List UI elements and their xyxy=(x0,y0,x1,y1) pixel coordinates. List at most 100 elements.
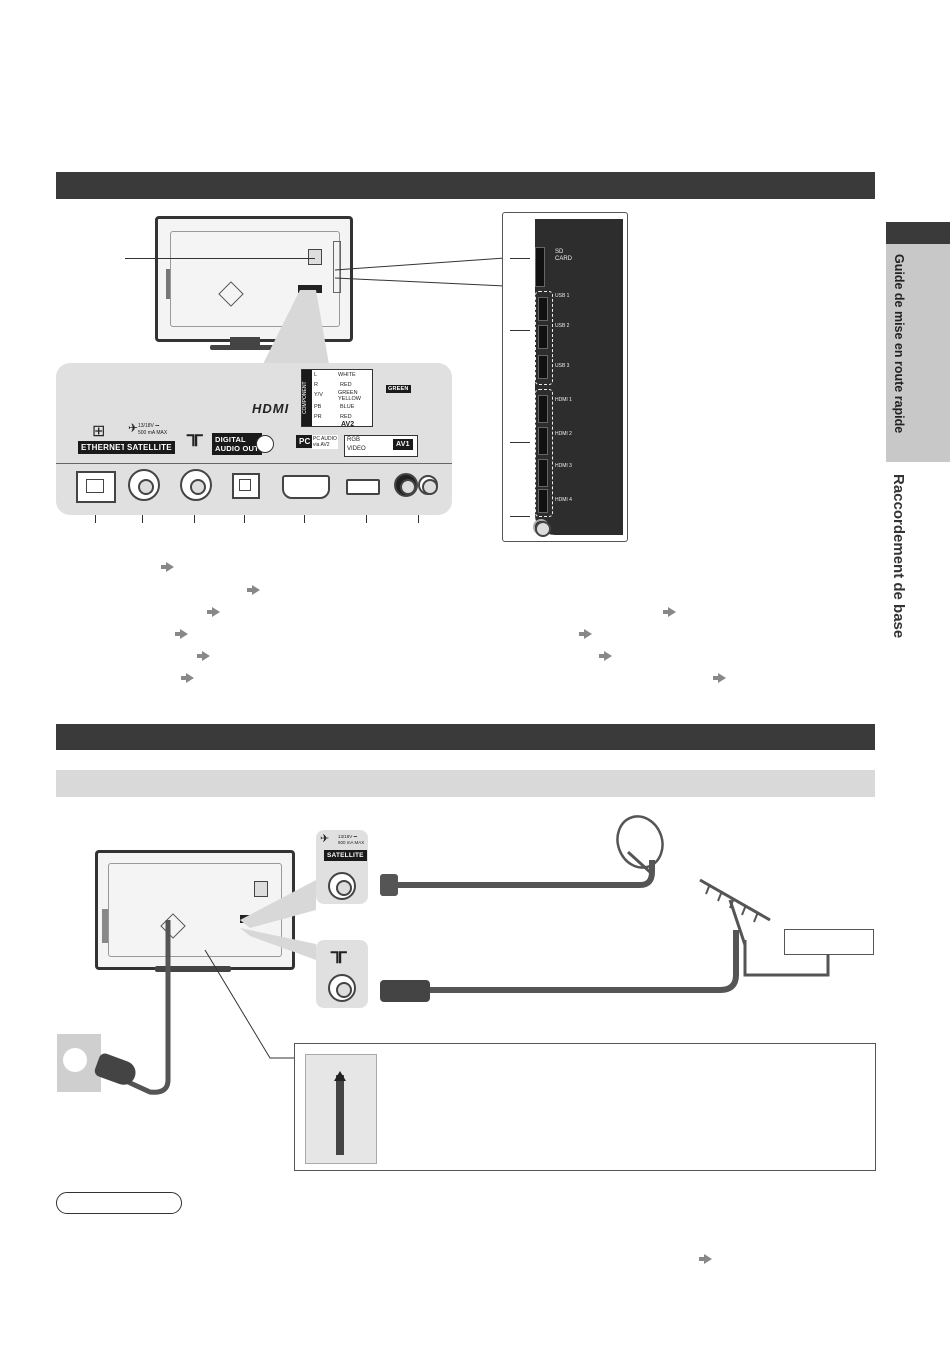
callout-tick xyxy=(510,442,530,443)
usb3-port xyxy=(538,355,548,379)
callout-tick xyxy=(194,515,195,523)
usb2-port xyxy=(538,325,548,349)
av2-label: AV2 xyxy=(341,421,355,428)
sat-spec-1: 13/18V ⎓ xyxy=(138,423,160,429)
satellite-icon-2: ✈ xyxy=(320,833,330,845)
optical-icon xyxy=(256,435,274,453)
pc-audio-text-2: via AV2 xyxy=(313,442,330,448)
zoom-funnel xyxy=(260,290,330,370)
reference-arrow-icon xyxy=(197,651,210,661)
callout-tick xyxy=(510,258,530,259)
callout-tick xyxy=(418,515,419,523)
callout-tick xyxy=(366,515,367,523)
zoom-funnel-2 xyxy=(240,880,316,960)
rear-terminal-panel: COMPONENT L WHITE R RED Y/V GREEN YELLOW… xyxy=(56,363,452,515)
reference-arrow-icon xyxy=(599,651,612,661)
usb3-label: USB 3 xyxy=(555,363,570,369)
wall-socket xyxy=(57,1034,101,1092)
optical-port xyxy=(232,473,260,499)
tv-stand-neck xyxy=(230,337,260,347)
antenna-icon-2: ᒣᒥ xyxy=(330,950,347,967)
callout-line xyxy=(125,258,315,259)
av1-box: RGB VIDEO AV1 xyxy=(344,435,418,457)
yv-label: Y/V xyxy=(314,392,323,398)
socket-face xyxy=(63,1048,87,1072)
white-label: WHITE xyxy=(338,372,356,378)
component-av2-table: COMPONENT L WHITE R RED Y/V GREEN YELLOW… xyxy=(301,369,373,427)
callout-tick xyxy=(510,516,530,517)
detail-box xyxy=(294,1043,876,1171)
sat-spec-2-box: 13/18V ⎓500 mA MAX xyxy=(338,834,364,846)
satellite-port xyxy=(128,469,160,501)
green-badge: GREEN xyxy=(386,385,411,393)
red2-label: RED xyxy=(340,414,352,420)
pc-label: PC xyxy=(296,435,314,448)
sd-card-slot xyxy=(535,247,545,287)
pb-label: PB xyxy=(314,404,322,410)
r-label: R xyxy=(314,382,318,388)
hdmi4-label: HDMI 4 xyxy=(555,497,572,503)
satellite-label-2: SATELLITE xyxy=(324,850,367,861)
ethernet-label: ETHERNET xyxy=(78,441,129,454)
antenna-connector-zoom: ᒣᒥ xyxy=(316,940,368,1008)
panel-divider xyxy=(56,463,452,464)
pr-label: PR xyxy=(314,414,322,420)
reference-arrow-icon xyxy=(579,629,592,639)
chapter-title: Guide de mise en route rapide xyxy=(892,254,906,434)
hdmi1-label: HDMI 1 xyxy=(555,397,572,403)
pc-audio-text-1: PC AUDIO xyxy=(313,436,337,442)
network-icon: ⊞ xyxy=(92,423,106,440)
pc-audio-label: PC AUDIO via AV2 xyxy=(312,435,338,449)
antenna-icon: ᒣᒥ xyxy=(186,433,203,450)
l-label: L xyxy=(314,372,318,378)
av1-video-port xyxy=(418,475,438,495)
yellow-label: YELLOW xyxy=(338,396,361,402)
usb2-label: USB 2 xyxy=(555,323,570,329)
red-label: RED xyxy=(340,382,352,388)
terminals-section-bar xyxy=(56,172,875,199)
sat-spec-2: 500 mA MAX xyxy=(138,430,168,436)
vga-port xyxy=(282,475,330,499)
hdmi3-port xyxy=(538,459,548,487)
callout-tick xyxy=(304,515,305,523)
ethernet-port xyxy=(76,471,116,503)
zoom-lines xyxy=(334,257,506,287)
rgb-label: RGB xyxy=(347,437,361,443)
satellite-connector-zoom: ✈ 13/18V ⎓500 mA MAX SATELLITE xyxy=(316,830,368,904)
reference-arrow-icon xyxy=(175,629,188,639)
tv-stand-base xyxy=(210,345,292,350)
reference-arrow-icon xyxy=(181,673,194,683)
hdmi-logo: HDMI xyxy=(252,401,290,416)
sat-spec-text-1: 13/18V ⎓ xyxy=(338,834,358,839)
av1-label: AV1 xyxy=(393,439,413,450)
digital-audio-label: DIGITAL AUDIO OUT xyxy=(212,433,262,455)
tv-stand-base-2 xyxy=(155,966,231,972)
video-label: VIDEO xyxy=(347,446,366,452)
digital-audio-text-1: DIGITAL xyxy=(215,435,246,444)
reference-arrow-icon xyxy=(663,607,676,617)
sat-spec-text-2: 500 mA MAX xyxy=(338,840,365,845)
hdmi-group-outline xyxy=(535,389,553,517)
satellite-port-2 xyxy=(328,872,356,900)
section-title: Raccordement de base xyxy=(890,474,907,639)
connection-subsection-bar xyxy=(56,770,875,797)
digital-audio-text-2: AUDIO OUT xyxy=(215,444,259,453)
av1-rgb-port xyxy=(394,473,418,497)
hdmi3-label: HDMI 3 xyxy=(555,463,572,469)
sd-text-2: CARD xyxy=(555,256,573,262)
note-label xyxy=(56,1192,182,1214)
usb1-label: USB 1 xyxy=(555,293,570,299)
antenna-port-2 xyxy=(328,974,356,1002)
reference-arrow-icon xyxy=(247,585,260,595)
callout-tick xyxy=(510,330,530,331)
callout-tick xyxy=(244,515,245,523)
reference-arrow-icon xyxy=(699,1254,712,1264)
satellite-label: SATELLITE xyxy=(124,441,175,454)
hdmi-port xyxy=(346,479,380,495)
callout-tick xyxy=(95,515,96,523)
antenna-port xyxy=(180,469,212,501)
cable-clip-illustration xyxy=(305,1054,377,1164)
label-box xyxy=(784,929,874,955)
